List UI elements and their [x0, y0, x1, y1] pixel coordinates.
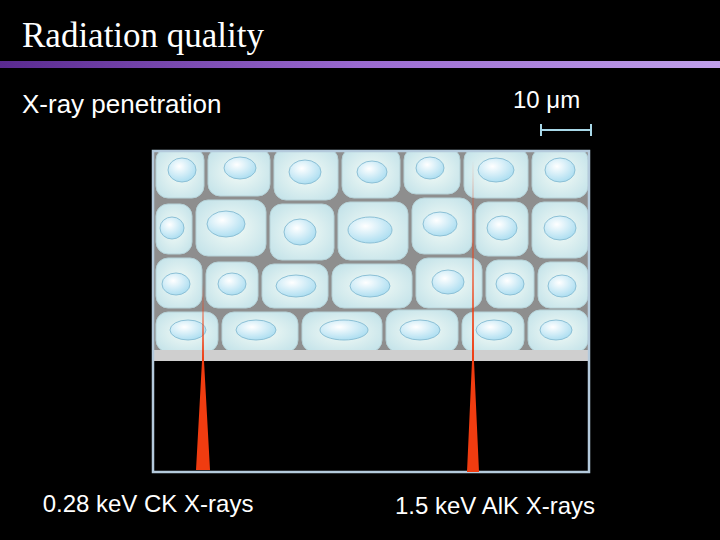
- cell: [532, 152, 588, 198]
- scale-label: 10 μm: [513, 86, 580, 114]
- cell: [156, 204, 192, 254]
- vacuum-region: [154, 361, 588, 471]
- cell: [342, 152, 400, 198]
- nucleus: [478, 158, 514, 182]
- label-holder: 10 μm: [513, 86, 580, 114]
- nucleus: [400, 320, 440, 340]
- cell: [156, 152, 204, 198]
- cell: [270, 204, 334, 260]
- label-holder: 1.5 keV AlK X-rays: [395, 492, 595, 520]
- nucleus: [170, 320, 206, 340]
- nucleus: [289, 160, 321, 184]
- nucleus: [476, 320, 512, 340]
- label-holder: 0.28 keV CK X-rays: [43, 490, 254, 518]
- nucleus: [236, 320, 276, 340]
- cell: [196, 200, 266, 256]
- sample-frame: [153, 151, 589, 472]
- nucleus: [320, 320, 368, 340]
- nucleus: [218, 273, 246, 295]
- nucleus: [357, 161, 387, 183]
- nucleus: [276, 275, 316, 297]
- cells: [156, 152, 588, 350]
- cell: [538, 262, 588, 308]
- nucleus: [284, 219, 316, 245]
- cell: [412, 198, 472, 254]
- cell: [332, 264, 412, 308]
- slide-title: Radiation quality: [22, 16, 264, 56]
- nucleus: [487, 216, 517, 240]
- cell: [206, 262, 258, 308]
- nucleus: [544, 216, 576, 240]
- cell: [302, 312, 382, 350]
- subheading: X-ray penetration: [22, 90, 221, 120]
- cell: [222, 312, 298, 350]
- beam-label: 0.28 keV CK X-rays: [43, 490, 254, 518]
- xray-track: [467, 160, 479, 472]
- nucleus: [350, 275, 390, 297]
- beam-label: 1.5 keV AlK X-rays: [395, 492, 595, 520]
- nucleus: [545, 158, 575, 182]
- title-rule: [0, 61, 720, 68]
- scale-bar-tick: [590, 124, 592, 136]
- nucleus: [160, 217, 184, 239]
- nucleus: [432, 270, 464, 294]
- substrate-film: [154, 350, 588, 361]
- cell: [528, 310, 588, 350]
- xray-track: [196, 283, 210, 470]
- cell: [532, 202, 588, 258]
- cell: [274, 152, 338, 200]
- nucleus: [548, 275, 576, 297]
- cell: [464, 152, 528, 198]
- nucleus: [224, 157, 256, 179]
- nucleus: [207, 211, 245, 237]
- scale-bar: [541, 129, 591, 131]
- title-holder: Radiation quality: [22, 16, 264, 56]
- cell: [486, 260, 534, 308]
- nucleus: [168, 158, 196, 182]
- nucleus: [348, 217, 392, 243]
- nucleus: [416, 157, 444, 179]
- cell: [208, 152, 270, 196]
- cell: [338, 202, 408, 260]
- cell: [476, 202, 528, 256]
- cell: [156, 312, 218, 350]
- scale-bar-tick: [540, 124, 542, 136]
- nucleus: [496, 273, 524, 295]
- nuclei: [160, 157, 576, 340]
- nucleus: [540, 320, 572, 340]
- cell: [262, 264, 328, 308]
- label-holder: X-ray penetration: [22, 90, 221, 120]
- cell: [404, 152, 460, 194]
- cell: [156, 258, 202, 308]
- cell: [386, 310, 458, 350]
- nucleus: [423, 212, 457, 236]
- cell: [416, 258, 482, 308]
- cell: [462, 312, 524, 350]
- nucleus: [162, 273, 190, 295]
